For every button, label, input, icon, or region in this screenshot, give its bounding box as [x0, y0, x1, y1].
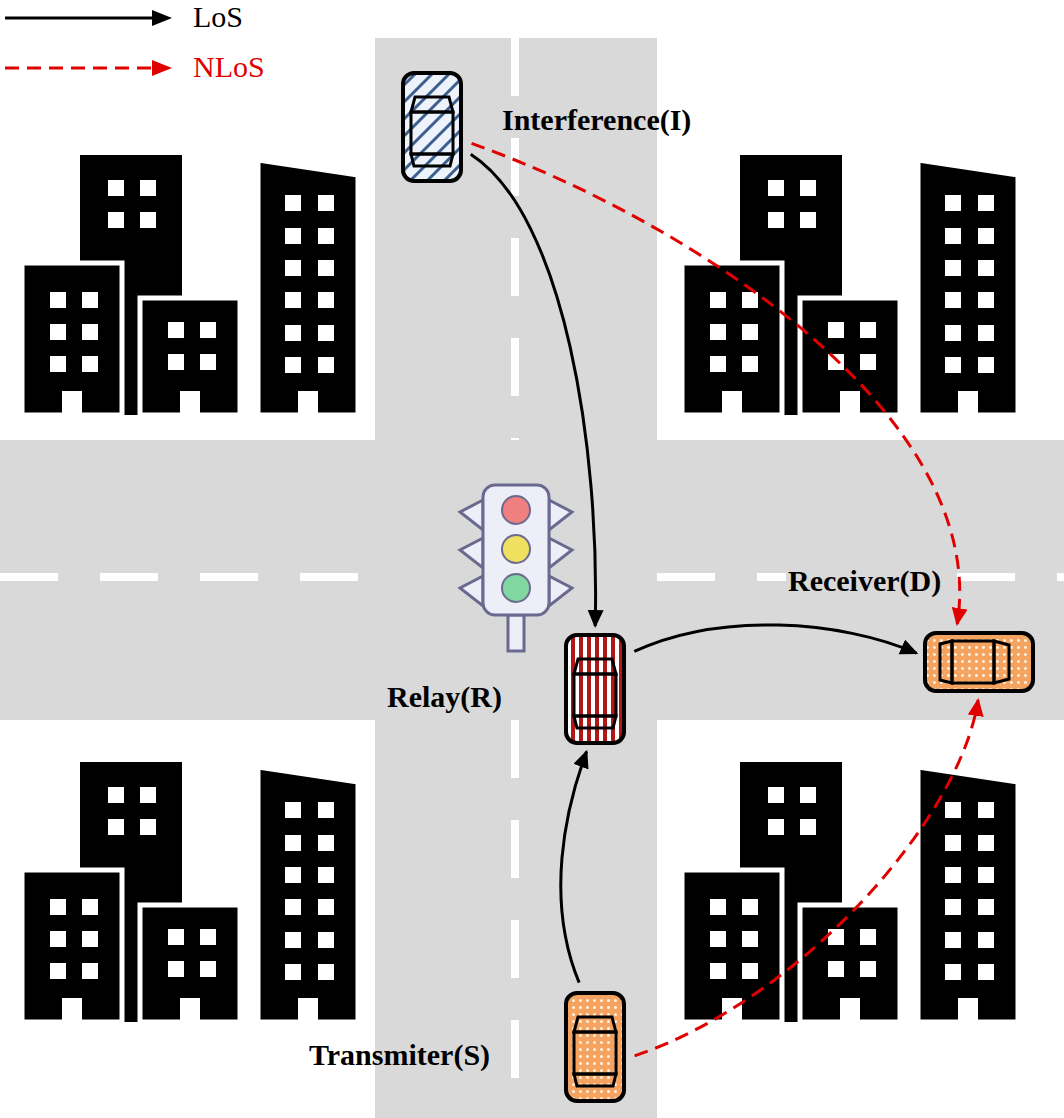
traffic-light [460, 485, 572, 651]
legend-text: NLoS [193, 50, 265, 84]
vehicle-node: Relay(R) [563, 632, 627, 746]
los-link [634, 625, 916, 653]
vehicle-label: Receiver(D) [786, 564, 943, 598]
vehicle-label: Transmiter(S) [307, 1038, 492, 1072]
car-icon [922, 630, 1036, 694]
car-icon [563, 990, 627, 1104]
vehicle-node: Receiver(D) [922, 630, 1036, 694]
nlos-link [472, 143, 960, 624]
los-link [561, 752, 587, 983]
legend-text: LoS [193, 0, 243, 34]
car-icon [400, 70, 464, 184]
vehicle-label: Interference(I) [500, 103, 693, 137]
vehicle-node: Interference(I) [400, 70, 464, 184]
car-icon [563, 632, 627, 746]
vehicle-label: Relay(R) [385, 680, 504, 714]
nlos-link [635, 700, 979, 1056]
legend-samples [5, 10, 172, 76]
vehicle-node: Transmiter(S) [563, 990, 627, 1104]
los-link [471, 154, 596, 626]
